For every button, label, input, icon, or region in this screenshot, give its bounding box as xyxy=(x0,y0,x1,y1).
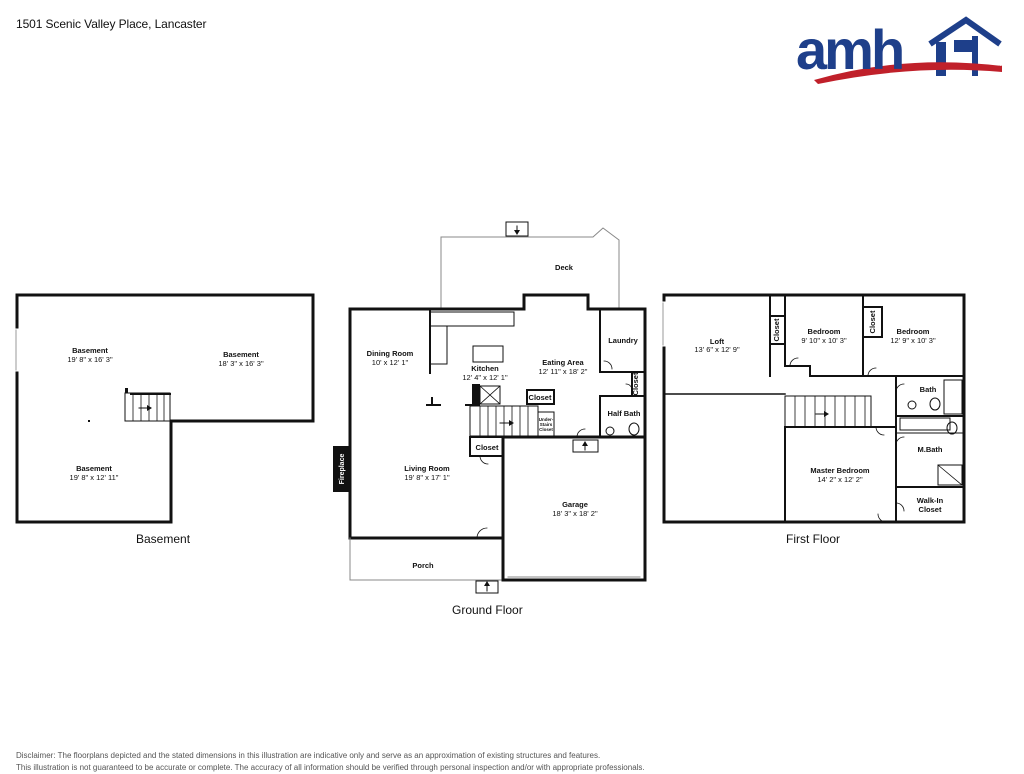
closet-first-a: Closet xyxy=(772,318,781,341)
basement-room-1-dims: 19' 8" x 16' 3" xyxy=(67,355,113,364)
bedroom-a-name: Bedroom xyxy=(808,327,841,336)
basement-room-3-dims: 19' 8" x 12' 11" xyxy=(70,473,119,482)
first-floor-plan xyxy=(662,293,966,524)
walkin-closet-label-1: Walk-In xyxy=(917,496,944,505)
under-stairs-label-1: Under- xyxy=(539,417,554,422)
closet-c-name: Closet xyxy=(476,443,499,452)
eating-area-name: Eating Area xyxy=(542,358,584,367)
dining-room-name: Dining Room xyxy=(367,349,414,358)
master-bedroom-dims: 14' 2" x 12' 2" xyxy=(817,475,863,484)
disclaimer-line-1: Disclaimer: The floorplans depicted and … xyxy=(16,751,601,760)
living-room-name: Living Room xyxy=(404,464,450,473)
kitchen-name: Kitchen xyxy=(471,364,499,373)
porch-label: Porch xyxy=(412,561,434,570)
basement-room-2-dims: 18' 3" x 16' 3" xyxy=(218,359,264,368)
deck-label: Deck xyxy=(555,263,574,272)
half-bath-name: Half Bath xyxy=(608,409,641,418)
walkin-closet-label-2: Closet xyxy=(919,505,942,514)
disclaimer: Disclaimer: The floorplans depicted and … xyxy=(16,750,645,774)
living-room-dims: 19' 8" x 17' 1" xyxy=(404,473,450,482)
under-stairs-label-2: Stairs xyxy=(540,422,553,427)
disclaimer-line-2: This illustration is not guaranteed to b… xyxy=(16,763,645,772)
property-address: 1501 Scenic Valley Place, Lancaster xyxy=(16,17,207,31)
basement-room-1-name: Basement xyxy=(72,346,108,355)
under-stairs-label-3: Closet xyxy=(539,427,553,432)
fireplace-label: Fireplace xyxy=(339,454,346,485)
basement-room-3-name: Basement xyxy=(76,464,112,473)
ground-floor-plan xyxy=(333,221,647,594)
bedroom-b-name: Bedroom xyxy=(897,327,930,336)
first-floor-title: First Floor xyxy=(786,532,840,546)
basement-plan xyxy=(15,293,315,524)
basement-title: Basement xyxy=(136,532,191,546)
logo-service-mark: SM xyxy=(996,64,1002,69)
closet-first-b: Closet xyxy=(868,310,877,333)
amh-logo: amh SM xyxy=(794,14,1008,84)
closet-a-name: Closet xyxy=(529,393,552,402)
bath-name: Bath xyxy=(920,385,937,394)
kitchen-dims: 12' 4" x 12' 1" xyxy=(462,373,508,382)
mbath-name: M.Bath xyxy=(918,445,943,454)
garage-dims: 18' 3" x 18' 2" xyxy=(552,509,598,518)
eating-area-dims: 12' 11" x 18' 2" xyxy=(539,367,588,376)
closet-b-name: Closet xyxy=(631,372,640,395)
basement-room-2-name: Basement xyxy=(223,350,259,359)
bedroom-b-dims: 12' 9" x 10' 3" xyxy=(890,336,936,345)
dining-room-dims: 10' x 12' 1" xyxy=(372,358,409,367)
laundry-name: Laundry xyxy=(608,336,638,345)
loft-name: Loft xyxy=(710,337,725,346)
loft-dims: 13' 6" x 12' 9" xyxy=(694,345,740,354)
garage-name: Garage xyxy=(562,500,588,509)
bedroom-a-dims: 9' 10" x 10' 3" xyxy=(801,336,847,345)
master-bedroom-name: Master Bedroom xyxy=(810,466,870,475)
ground-floor-title: Ground Floor xyxy=(452,603,523,617)
logo-wordmark: amh xyxy=(796,18,905,81)
house-roof-icon xyxy=(814,16,1002,84)
